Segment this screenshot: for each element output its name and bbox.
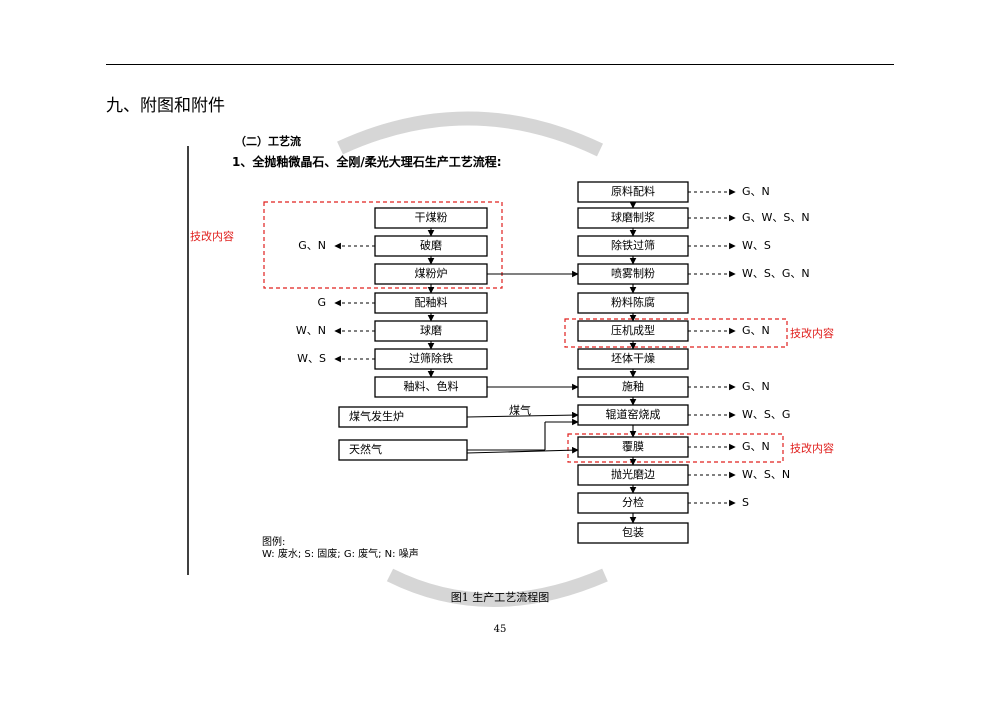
subsection-title-partial: （二）工艺流: [235, 134, 301, 148]
left-step-label: 配釉料: [415, 295, 448, 309]
tech-change-label-press: 技改内容: [790, 326, 834, 340]
right-step-label: 坯体干燥: [611, 351, 655, 365]
header-rule: [106, 64, 894, 65]
emission-label-left: W、S: [297, 352, 326, 365]
coal-gas-label: 煤气: [509, 403, 531, 417]
tech-change-region-left: [263, 201, 503, 289]
right-step-label: 球磨制浆: [611, 210, 655, 224]
emission-label-left: W、N: [296, 324, 326, 337]
emission-label-right: G、W、S、N: [742, 211, 810, 224]
emission-label-left: G、N: [298, 239, 326, 252]
right-step-label: 喷雾制粉: [611, 267, 655, 280]
emission-label-right: W、S、G: [742, 408, 790, 421]
left-step-label: 破磨: [420, 238, 442, 252]
emission-label-right: G、N: [742, 185, 770, 198]
connector-gasifier-to-kiln: [466, 411, 579, 419]
right-step-label: 辊道窑烧成: [606, 407, 661, 421]
right-step-label: 抛光磨边: [611, 467, 655, 481]
gas-source-label: 煤气发生炉: [349, 409, 404, 423]
left-step-label: 球磨: [420, 323, 442, 337]
right-step-label: 分检: [622, 495, 644, 509]
connector-natural-gas-to-film: [466, 446, 579, 454]
legend-text: W: 废水; S: 固废; G: 废气; N: 噪声: [262, 547, 419, 560]
tech-change-region-press: [564, 318, 788, 348]
right-step-box: [577, 522, 689, 544]
tech-change-label-left: 技改内容: [190, 229, 234, 243]
right-step-label: 粉料陈腐: [611, 295, 655, 309]
emission-label-right: G、N: [742, 324, 770, 337]
right-step-label: 包装: [622, 526, 644, 539]
legend-title: 图例:: [262, 535, 285, 548]
right-step-label: 施釉: [622, 379, 644, 393]
right-step-label: 原料配料: [611, 184, 655, 198]
right-step-label: 覆膜: [622, 440, 644, 453]
left-step-label: 釉料、色料: [404, 379, 459, 393]
section-heading: 九、附图和附件: [106, 96, 225, 116]
right-step-label: 压机成型: [611, 323, 655, 337]
tech-change-region-film: [567, 433, 784, 463]
emission-label-right: W、S、G、N: [742, 267, 810, 280]
left-step-label: 干煤粉: [415, 211, 448, 224]
gas-source-label: 天然气: [349, 442, 382, 456]
emission-label-right: G、N: [742, 380, 770, 393]
watermark-arc-top: [337, 111, 604, 157]
emission-label-left: G: [317, 296, 326, 309]
emission-label-right: S: [742, 496, 749, 509]
emission-label-right: W、S、N: [742, 468, 790, 481]
emission-label-right: G、N: [742, 440, 770, 453]
left-step-label: 过筛除铁: [409, 351, 453, 365]
emission-label-right: W、S: [742, 239, 771, 252]
figure-caption: 图1 生产工艺流程图: [450, 591, 550, 604]
figure-title: 1、全抛釉微晶石、全刚/柔光大理石生产工艺流程:: [232, 154, 502, 169]
watermark-arc-bottom: [386, 568, 608, 607]
left-step-label: 煤粉炉: [415, 267, 448, 280]
tech-change-label-film: 技改内容: [790, 441, 834, 455]
right-step-label: 除铁过筛: [611, 238, 655, 252]
page-number: 45: [493, 624, 507, 635]
